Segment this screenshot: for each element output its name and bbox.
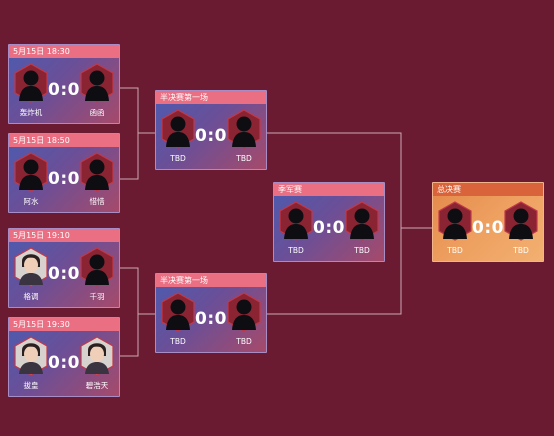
match-title: 总决赛 (433, 183, 543, 196)
match-score: 0:0 (48, 353, 80, 373)
player-name-left: 格调 (23, 292, 39, 301)
player-name-right: TBD (513, 246, 529, 255)
player-avatar-silhouette-icon (161, 292, 195, 332)
player-name-left: 阿水 (23, 197, 39, 206)
player-avatar-silhouette-icon (161, 109, 195, 149)
match-score: 0:0 (48, 264, 80, 284)
player-name-left: TBD (447, 246, 463, 255)
player-avatar-silhouette-icon (80, 152, 114, 192)
player-name-left: 轰炸机 (19, 108, 43, 117)
match-title: 半决赛第一场 (156, 274, 266, 287)
player-avatar-portrait-icon (14, 247, 48, 287)
player-name-left: TBD (170, 154, 186, 163)
player-name-right: 函函 (89, 108, 105, 117)
player-avatar-silhouette-icon (227, 109, 261, 149)
player-avatar-silhouette-icon (80, 247, 114, 287)
match-score: 0:0 (48, 80, 80, 100)
match-title: 半决赛第一场 (156, 91, 266, 104)
match-title: 季军赛 (274, 183, 384, 196)
match-score: 0:0 (195, 309, 227, 329)
match-card-r1m1[interactable]: 5月15日 18:30 0:0 轰炸机 函函 (8, 44, 120, 124)
match-score: 0:0 (195, 126, 227, 146)
match-score: 0:0 (472, 218, 504, 238)
player-avatar-silhouette-icon (80, 63, 114, 103)
match-time: 5月15日 19:30 (9, 318, 119, 331)
match-card-semifinal-1[interactable]: 半决赛第一场 0:0 TBD TBD (155, 90, 267, 170)
player-avatar-silhouette-icon (227, 292, 261, 332)
player-name-right: 惜惜 (89, 197, 105, 206)
player-avatar-portrait-icon (14, 336, 48, 376)
match-score: 0:0 (313, 218, 345, 238)
match-card-semifinal-2[interactable]: 半决赛第一场 0:0 TBD TBD (155, 273, 267, 353)
match-time: 5月15日 18:50 (9, 134, 119, 147)
match-time: 5月15日 18:30 (9, 45, 119, 58)
player-avatar-silhouette-icon (14, 152, 48, 192)
player-name-right: 千羽 (89, 292, 105, 301)
match-score: 0:0 (48, 169, 80, 189)
player-name-right: 碧浩天 (85, 381, 109, 390)
player-name-right: TBD (236, 154, 252, 163)
player-name-left: TBD (288, 246, 304, 255)
player-avatar-portrait-icon (80, 336, 114, 376)
player-avatar-silhouette-icon (279, 201, 313, 241)
match-time: 5月15日 19:10 (9, 229, 119, 242)
match-card-third-place[interactable]: 季军赛 0:0 TBD TBD (273, 182, 385, 262)
match-card-final[interactable]: 总决赛 0:0 TBD TBD (432, 182, 544, 262)
player-name-left: 拔皇 (23, 381, 39, 390)
player-avatar-silhouette-icon (438, 201, 472, 241)
match-card-r1m4[interactable]: 5月15日 19:30 0:0 拔皇 碧浩天 (8, 317, 120, 397)
player-name-right: TBD (354, 246, 370, 255)
match-card-r1m3[interactable]: 5月15日 19:10 0:0 格调 千羽 (8, 228, 120, 308)
player-name-right: TBD (236, 337, 252, 346)
player-avatar-silhouette-icon (14, 63, 48, 103)
player-name-left: TBD (170, 337, 186, 346)
match-card-r1m2[interactable]: 5月15日 18:50 0:0 阿水 惜惜 (8, 133, 120, 213)
player-avatar-silhouette-icon (345, 201, 379, 241)
player-avatar-silhouette-icon (504, 201, 538, 241)
